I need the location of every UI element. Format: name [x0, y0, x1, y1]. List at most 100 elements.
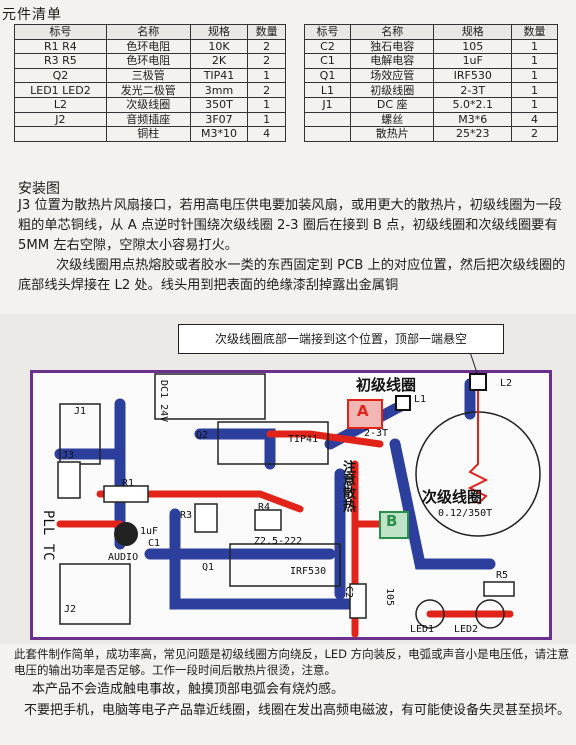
c1-val-label: 1uF	[140, 526, 159, 537]
cell: 3mm	[189, 82, 249, 98]
cell: 发光二极管	[105, 82, 191, 98]
cell: 350T	[189, 96, 249, 113]
table-header-row: 标号 名称 规格 数量	[14, 24, 286, 40]
cell: 2-3T	[433, 82, 512, 98]
irf530-outline	[229, 543, 341, 587]
cell: 1	[247, 111, 286, 128]
cell: M3*6	[433, 111, 512, 128]
cell: 5.0*2.1	[433, 96, 512, 113]
cell: DC 座	[349, 96, 435, 113]
cell: 1	[247, 67, 286, 84]
pll-label: PLL TC	[40, 510, 56, 561]
point-b-label: B	[386, 512, 398, 530]
footer-note-3: 不要把手机，电脑等电子产品靠近线圈，线圈在发出高频电磁波，有可能使设备失灵甚至损…	[24, 703, 571, 718]
turns-label: 2-3T	[364, 428, 389, 439]
tip41-outline	[217, 421, 329, 465]
secondary-spec-label: 0.12/350T	[438, 508, 493, 519]
c2-label: C2	[343, 586, 354, 599]
header-label: 标号	[14, 24, 107, 40]
r5-resistor	[483, 581, 515, 597]
cell: 初级线圈	[349, 82, 435, 98]
table-header-row: 标号 名称 规格 数量	[304, 24, 559, 40]
doc-title: 元件清单	[2, 7, 62, 23]
header-name: 名称	[349, 24, 435, 40]
l2-pad	[469, 373, 487, 391]
secondary-coil-label: 次级线圈	[422, 488, 483, 506]
board-code-label: Z2.5-222	[254, 536, 303, 547]
cell: R3 R5	[14, 53, 107, 69]
header-spec: 规格	[433, 24, 512, 40]
callout-pointer	[469, 351, 479, 377]
cell: 色环电阻	[105, 38, 191, 55]
r4-resistor	[254, 509, 282, 531]
cell: Q2	[14, 67, 107, 84]
cell: LED1 LED2	[14, 82, 107, 98]
r4-label: R4	[258, 502, 271, 513]
cell: L2	[14, 96, 107, 113]
l2-label: L2	[500, 378, 513, 389]
trace	[266, 430, 384, 448]
cell: 4	[247, 126, 286, 142]
j2-outline	[59, 563, 131, 625]
trace	[96, 490, 304, 513]
r1-resistor	[103, 485, 149, 503]
header-qty: 数量	[510, 24, 559, 40]
footer-note-1: 此套件制作简单，成功率高，常见问题是初级线圈方向绕反，LED 方向装反，电弧或声…	[14, 647, 570, 677]
cell: 散热片	[349, 126, 435, 142]
q2-label: Q2	[196, 430, 209, 441]
cell: 2	[247, 53, 286, 69]
cell	[14, 126, 107, 142]
dc-label: DC1 24V	[158, 380, 169, 423]
coil-lead	[467, 384, 489, 505]
cell	[304, 111, 351, 128]
cell: 1	[510, 96, 559, 113]
header-qty: 数量	[247, 24, 286, 40]
cell: C1	[304, 53, 351, 69]
cell: TIP41	[189, 67, 249, 84]
cell: 1uF	[433, 53, 512, 69]
install-paragraph-1: J3 位置为散热片风扇接口，若用高电压供电要加装风扇，或用更大的散热片，初级线圈…	[18, 198, 562, 253]
l1-label: L1	[414, 394, 427, 405]
trace	[169, 508, 356, 610]
primary-coil-label: 初级线圈	[356, 376, 417, 394]
install-paragraph-2: 次级线圈用点热熔胶或者胶水一类的东西固定到 PCB 上的对应位置，然后把次级线圈…	[18, 258, 566, 293]
cell: 铜柱	[105, 126, 191, 142]
point-a-box	[347, 399, 383, 429]
cell: 1	[510, 38, 559, 55]
heatsink-note-label: 注意散热	[340, 460, 355, 512]
j3-header	[57, 461, 81, 499]
cell: 1	[510, 67, 559, 84]
cell: 4	[510, 111, 559, 128]
cell: L1	[304, 82, 351, 98]
r5-label: R5	[496, 570, 509, 581]
cell: 场效应管	[349, 67, 435, 84]
cell	[304, 126, 351, 142]
c1-capacitor	[114, 522, 138, 546]
r3-label: R3	[180, 510, 193, 521]
led2-label: LED2	[454, 624, 479, 635]
point-a-label: A	[357, 402, 369, 420]
c2-capacitor	[349, 583, 367, 619]
c2-val-label: 105	[384, 588, 395, 607]
cell: 1	[510, 82, 559, 98]
cell: 2	[247, 38, 286, 55]
cell: 色环电阻	[105, 53, 191, 69]
trace	[194, 428, 276, 470]
cell: 音频插座	[105, 111, 191, 128]
cell: 三极管	[105, 67, 191, 84]
trace	[389, 438, 496, 570]
c1-label: C1	[148, 538, 161, 549]
